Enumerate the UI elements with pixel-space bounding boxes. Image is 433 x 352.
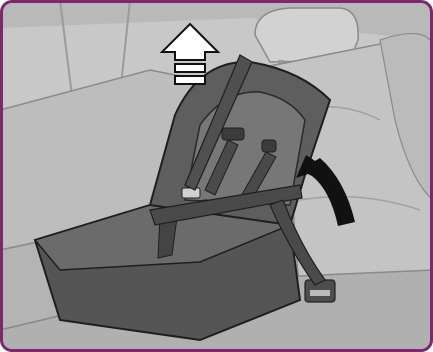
harness-slot-left <box>222 128 244 140</box>
harness-slot-right <box>262 140 276 152</box>
buckle-button <box>310 290 330 296</box>
chest-clip-left <box>182 188 200 198</box>
